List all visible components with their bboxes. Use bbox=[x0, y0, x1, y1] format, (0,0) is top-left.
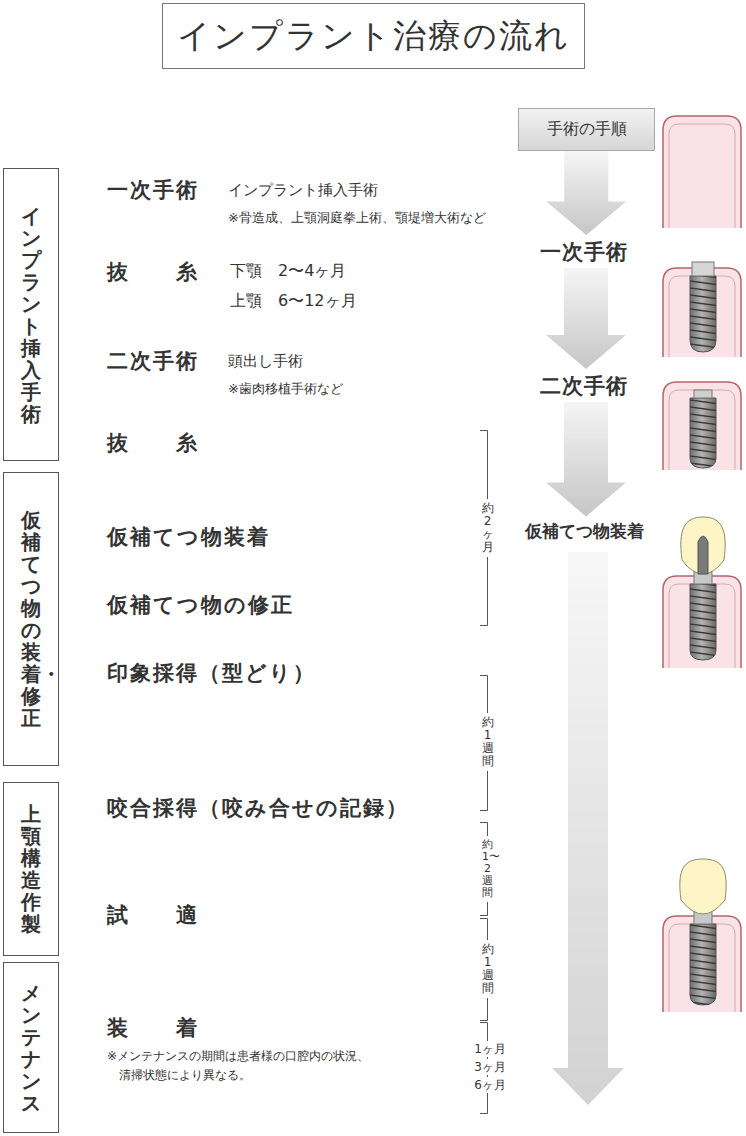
bone-line bbox=[669, 124, 735, 228]
gum-outline bbox=[663, 116, 741, 228]
healing-period: 上顎 6〜12ヶ月 bbox=[230, 291, 357, 311]
gum bbox=[663, 382, 741, 470]
bone-line bbox=[669, 584, 735, 668]
implant-thread bbox=[690, 276, 716, 352]
phase-band: インプラント挿入手術 bbox=[3, 168, 59, 461]
step-label: 試 適 bbox=[107, 903, 199, 927]
gum-outline bbox=[663, 268, 741, 357]
step-label: 仮補てつ物装着 bbox=[107, 525, 270, 549]
flow-arrow bbox=[546, 402, 626, 517]
step-label: 仮補てつ物の修正 bbox=[107, 593, 294, 617]
node-text: 仮補てつ物の装着・修正 bbox=[21, 509, 41, 729]
duration-label: 約1週間 bbox=[482, 713, 494, 772]
node-text: 二次手術 bbox=[540, 372, 632, 400]
gum-outline bbox=[663, 576, 741, 668]
step-label: 一次手術 bbox=[107, 178, 199, 202]
procedure-header: 手術の手順 bbox=[518, 108, 655, 151]
implant-thread bbox=[690, 924, 716, 1005]
phase-band: メンテナンス bbox=[3, 962, 59, 1133]
node-text: インプラント挿入手術 bbox=[21, 205, 41, 425]
title-box: インプラント治療の流れ bbox=[162, 3, 585, 69]
flow-arrow bbox=[546, 151, 626, 235]
phase-band: 上顎構造作製 bbox=[3, 782, 59, 956]
node-text: 一次手術 bbox=[540, 238, 632, 266]
interval-label: 1ヶ月 bbox=[472, 1041, 508, 1057]
step-label: 抜 糸 bbox=[107, 431, 199, 455]
step-description: インプラント挿入手術 bbox=[228, 180, 378, 200]
procedure-step: 一次手術 bbox=[540, 238, 632, 268]
gum-outline bbox=[663, 382, 741, 470]
procedure-step: 仮補てつ物装着 bbox=[525, 520, 648, 545]
maintenance-note: ※メンテナンスの期間は患者様の口腔内の状況、 清掃状態により異なる。 bbox=[107, 1047, 377, 1085]
bone-line bbox=[669, 276, 735, 357]
bone-line bbox=[669, 924, 735, 1012]
step-note: ※歯肉移植手術など bbox=[228, 380, 343, 397]
phase-band: 仮補てつ物の装着・修正 bbox=[3, 472, 59, 766]
temporary-crown bbox=[681, 517, 725, 574]
step-note: ※骨造成、上顎洞庭拳上術、顎堤増大術など bbox=[228, 209, 486, 226]
implant-fixture bbox=[690, 584, 716, 660]
flow-arrow bbox=[546, 268, 626, 369]
interval-label: 6ヶ月 bbox=[472, 1077, 508, 1093]
duration-label: 約1〜2週間 bbox=[482, 836, 493, 902]
timeline-arrow bbox=[552, 552, 624, 1105]
node-text: 手術の手順 bbox=[547, 119, 627, 140]
bone-line bbox=[669, 390, 735, 470]
node-text: 上顎構造作製 bbox=[21, 803, 41, 935]
gum bbox=[663, 916, 741, 1012]
implant-fixture bbox=[690, 924, 716, 1005]
step-label: 二次手術 bbox=[107, 349, 199, 373]
abutment-post bbox=[698, 536, 708, 574]
step-label: 咬合採得（咬み合せの記録） bbox=[107, 796, 409, 820]
interval-label: 3ヶ月 bbox=[472, 1059, 508, 1075]
implant-fixture bbox=[690, 398, 716, 468]
gum-outline bbox=[663, 916, 741, 1012]
gum bbox=[663, 116, 741, 228]
gum bbox=[663, 576, 741, 668]
step-label: 装 着 bbox=[107, 1016, 199, 1040]
step-description: 頭出し手術 bbox=[228, 351, 303, 371]
healing-cap bbox=[694, 390, 712, 398]
procedure-step: 二次手術 bbox=[540, 372, 632, 402]
gum bbox=[663, 268, 741, 357]
healing-period: 下顎 2〜4ヶ月 bbox=[230, 261, 346, 281]
implant-fixture bbox=[690, 276, 716, 352]
duration-label: 約1週間 bbox=[482, 940, 494, 999]
step-label: 抜 糸 bbox=[107, 260, 199, 284]
implant-thread bbox=[690, 398, 716, 468]
duration-label: 約2ヶ月 bbox=[482, 499, 494, 558]
final-crown bbox=[680, 859, 726, 914]
node-text: 仮補てつ物装着 bbox=[525, 520, 648, 543]
node-text: メンテナンス bbox=[21, 982, 41, 1114]
step-label: 印象採得（型どり） bbox=[107, 661, 316, 685]
cover-screw bbox=[692, 262, 714, 276]
implant-thread bbox=[690, 584, 716, 660]
